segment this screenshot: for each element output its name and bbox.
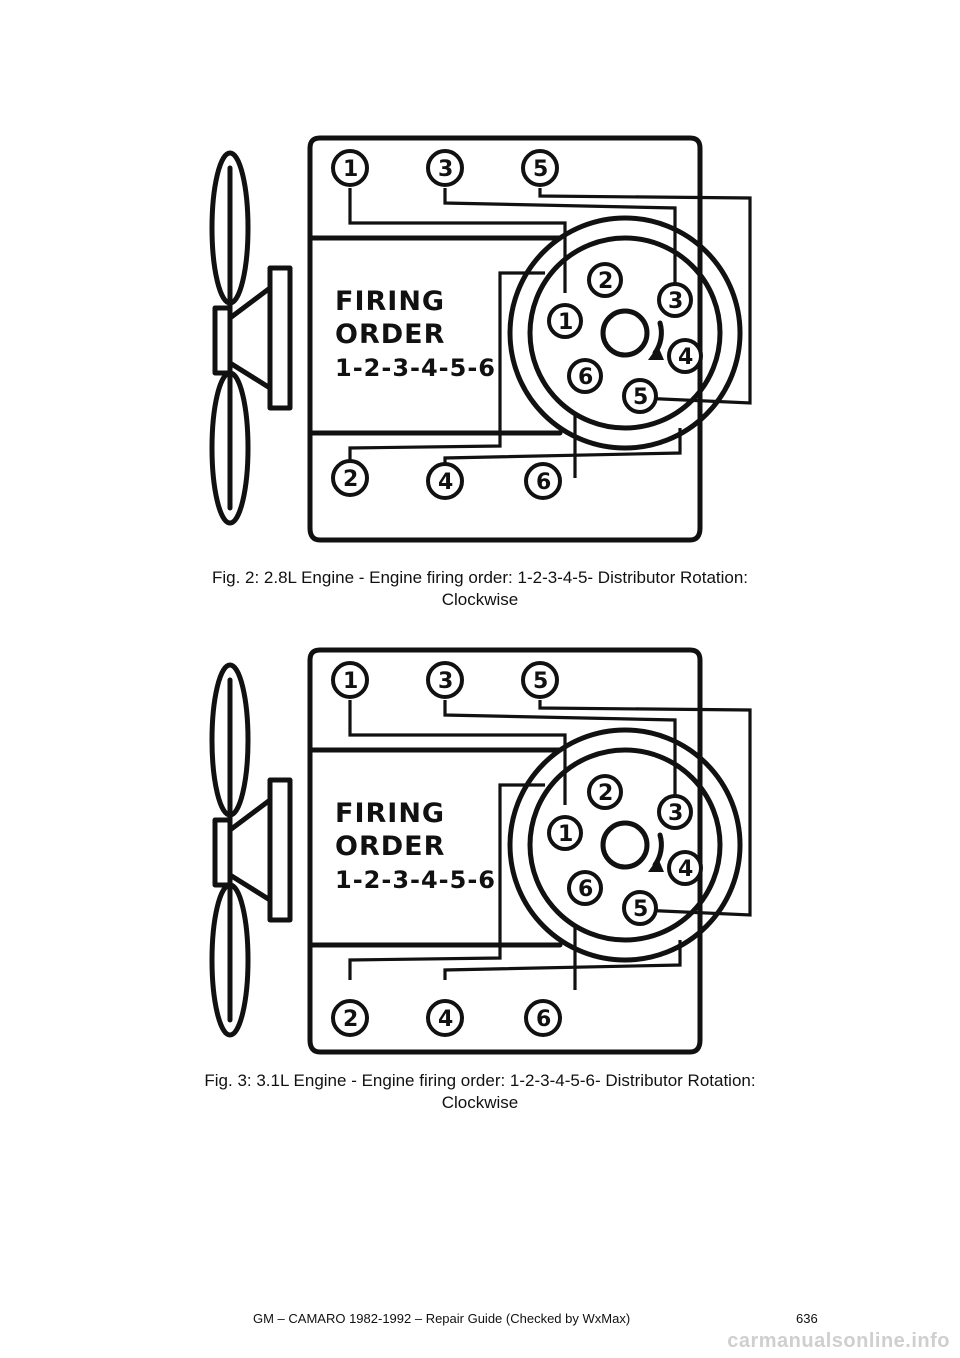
cylinder-markers: 1 3 5 2 4 6 (331, 149, 562, 500)
terminal-3-label: 3 (668, 289, 683, 314)
fan-icon (209, 150, 293, 526)
diagram-label-order: ORDER (335, 319, 445, 350)
figure-2-caption-line1: Fig. 2: 2.8L Engine - Engine firing orde… (211, 568, 749, 587)
watermark: carmanualsonline.info (727, 1330, 950, 1352)
terminal-5-label: 5 (633, 385, 648, 410)
page-number: 636 (796, 1311, 818, 1326)
figure-3-caption-line2: Clockwise (441, 1093, 519, 1112)
firing-order-diagram-2: FIRING ORDER 1-2-3-4-5-6 1 3 5 2 4 6 2 3… (209, 647, 752, 1055)
terminal-4-label: 4 (678, 345, 693, 370)
diagram-label-order: ORDER (335, 831, 445, 862)
cylinder-6-label: 6 (536, 1007, 551, 1032)
engine-block (307, 135, 703, 543)
footer-title: GM – CAMARO 1982-1992 – Repair Guide (Ch… (253, 1311, 631, 1326)
terminal-4-label: 4 (678, 857, 693, 882)
figure-2-caption-line2: Clockwise (441, 590, 519, 609)
cylinder-2-label: 2 (343, 1007, 358, 1032)
cylinder-1-label: 1 (343, 669, 358, 694)
cylinder-5-label: 5 (533, 669, 548, 694)
terminal-6-label: 6 (578, 365, 593, 390)
terminal-5-label: 5 (633, 897, 648, 922)
cylinder-4-label: 4 (438, 1007, 453, 1032)
plug-wires (348, 188, 752, 478)
terminal-1-label: 1 (558, 310, 573, 335)
cylinder-1-label: 1 (343, 157, 358, 182)
firing-order-diagram-1: FIRING ORDER 1-2-3-4-5-6 1 3 5 2 4 6 2 3… (209, 135, 752, 543)
diagram-label-firing: FIRING (335, 286, 445, 317)
cylinder-4-label: 4 (438, 470, 453, 495)
figure-3-caption-line1: Fig. 3: 3.1L Engine - Engine firing orde… (204, 1071, 756, 1090)
terminal-6-label: 6 (578, 877, 593, 902)
figure-2-caption: Fig. 2: 2.8L Engine - Engine firing orde… (120, 567, 840, 611)
cylinder-markers: 1 3 5 2 4 6 (331, 661, 562, 1037)
terminal-2-label: 2 (598, 269, 613, 294)
cylinder-5-label: 5 (533, 157, 548, 182)
cylinder-3-label: 3 (438, 669, 453, 694)
diagram-label-sequence: 1-2-3-4-5-6 (335, 354, 496, 382)
terminal-1-label: 1 (558, 822, 573, 847)
cylinder-2-label: 2 (343, 467, 358, 492)
figure-3-caption: Fig. 3: 3.1L Engine - Engine firing orde… (120, 1070, 840, 1114)
cylinder-3-label: 3 (438, 157, 453, 182)
distributor-cap (507, 727, 743, 963)
diagram-label-firing: FIRING (335, 798, 445, 829)
cylinder-6-label: 6 (536, 470, 551, 495)
engine-block (307, 647, 703, 1055)
terminal-2-label: 2 (598, 781, 613, 806)
cap-terminal-markers: 2 3 1 4 6 5 (547, 262, 703, 414)
diagram-label-sequence: 1-2-3-4-5-6 (335, 866, 496, 894)
figure-2-diagram: FIRING ORDER 1-2-3-4-5-6 1 3 5 2 4 6 2 3… (170, 128, 770, 553)
distributor-cap (507, 215, 743, 451)
figure-3-diagram: FIRING ORDER 1-2-3-4-5-6 1 3 5 2 4 6 2 3… (170, 640, 770, 1065)
fan-icon (209, 662, 293, 1038)
cap-terminal-markers: 2 3 1 4 6 5 (547, 774, 703, 926)
terminal-3-label: 3 (668, 801, 683, 826)
